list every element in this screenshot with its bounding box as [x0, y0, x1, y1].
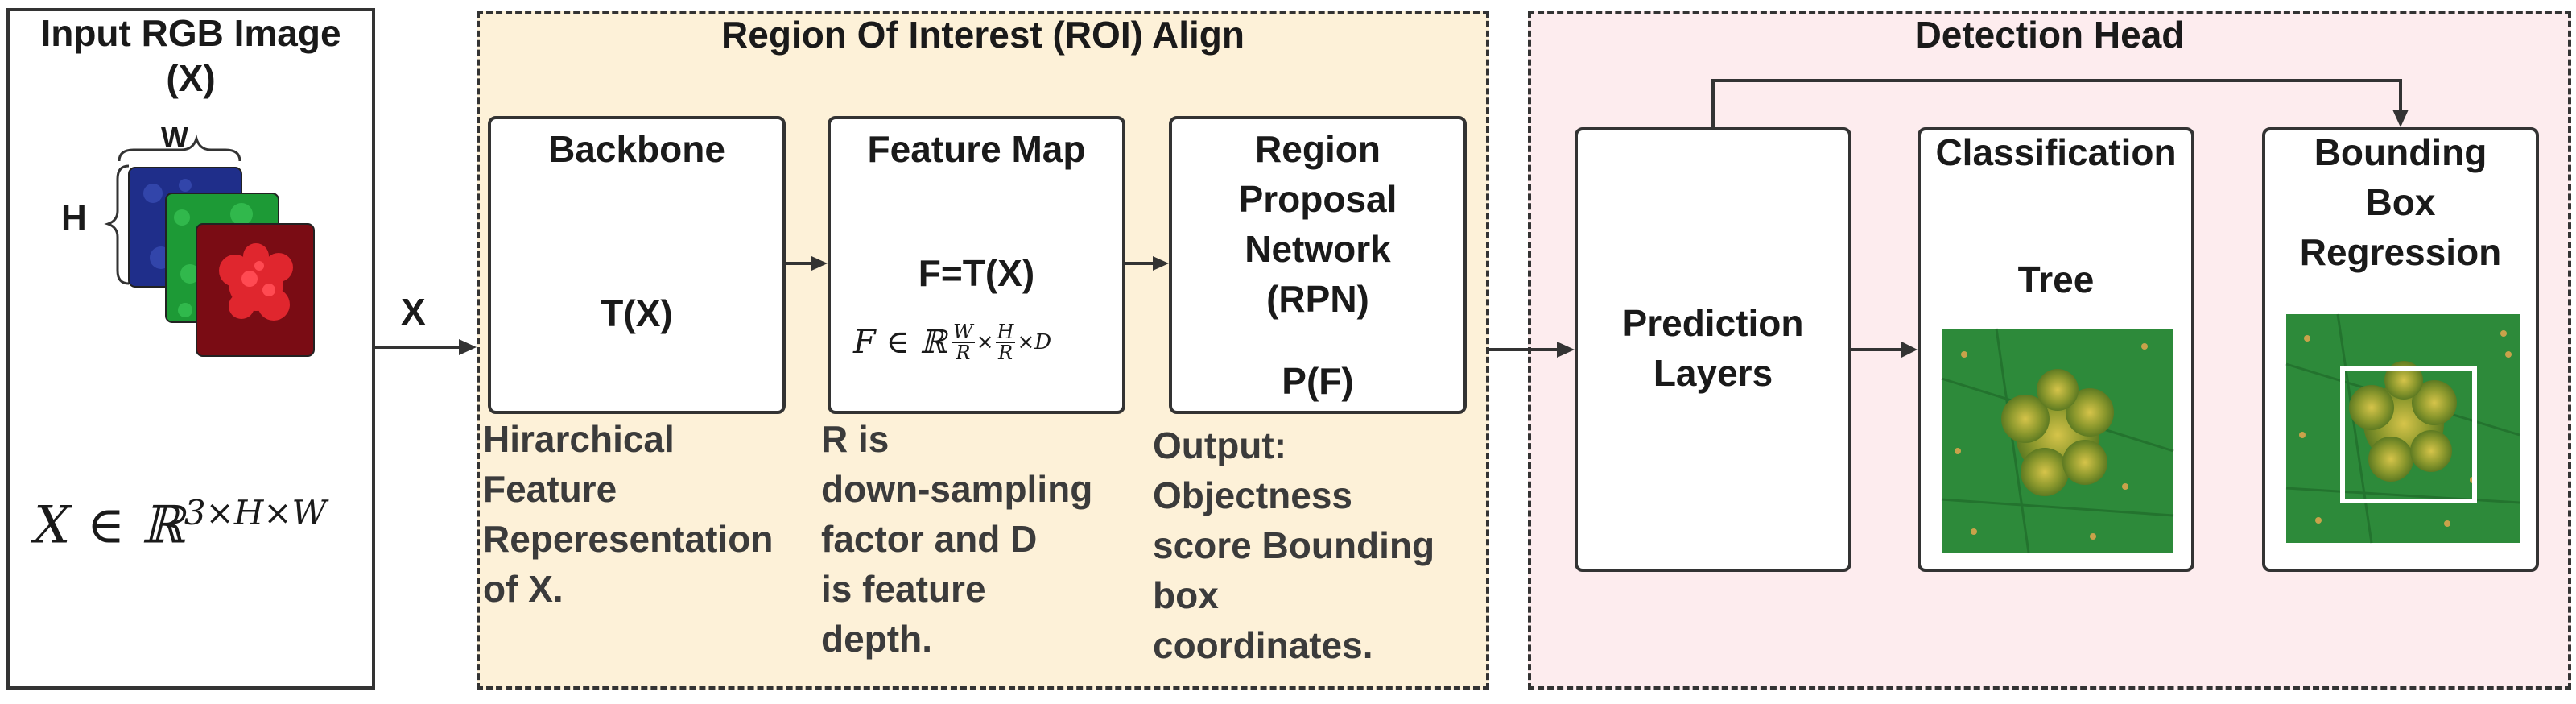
h-brace — [104, 164, 130, 285]
bounding-box-overlay — [2340, 366, 2477, 503]
x-arrow-label: X — [401, 291, 426, 333]
feature-desc-line: R is — [821, 418, 890, 460]
regression-title-line: Bounding — [2314, 131, 2487, 173]
feature-map-title: Feature Map — [867, 128, 1086, 170]
roi-title: Region Of Interest (ROI) Align — [721, 14, 1245, 56]
red-tree-blob — [219, 243, 293, 321]
fraction-w-r: W R — [952, 322, 975, 362]
classification-label: Tree — [2017, 259, 2095, 300]
backbone-box — [488, 116, 786, 414]
feature-desc-line: depth. — [821, 618, 932, 660]
depth-term: ×D — [1017, 330, 1052, 354]
rpn-title-line: Proposal — [1238, 178, 1397, 220]
regression-title-line: Box — [2365, 181, 2436, 223]
input-title-line1: Input RGB Image — [40, 12, 341, 54]
times-sign: × — [976, 330, 994, 354]
feature-map-box — [828, 116, 1125, 414]
regression-title: Bounding Box Regression — [2262, 127, 2539, 277]
frac1-num: W — [952, 321, 975, 343]
rpn-formula: P(F) — [1282, 360, 1354, 402]
detection-title: Detection Head — [1914, 14, 2185, 56]
backbone-title: Backbone — [548, 128, 725, 170]
feature-map-formula: F=T(X) — [918, 252, 1035, 294]
rpn-desc-line: coordinates. — [1153, 624, 1373, 666]
backbone-formula: T(X) — [601, 292, 673, 334]
feature-math-lhs: F ∈ ℝ — [853, 324, 947, 361]
input-formula-base: X ∈ ℝ — [34, 495, 184, 556]
classification-title: Classification — [1935, 131, 2177, 173]
rpn-title-line: (RPN) — [1266, 278, 1369, 320]
feature-desc-line: factor and D — [821, 518, 1038, 560]
feature-desc-line: is feature — [821, 568, 986, 610]
rpn-desc-line: Objectness — [1153, 474, 1352, 516]
backbone-desc-line: of X. — [483, 568, 564, 610]
rpn-description: Output: Objectness score Bounding box co… — [1153, 420, 1435, 670]
input-formula: X ∈ ℝ3×H×W — [34, 493, 327, 555]
h-label: H — [61, 198, 87, 238]
prediction-layers-label: Prediction Layers — [1575, 298, 1852, 398]
fraction-h-r: H R — [995, 321, 1016, 364]
prediction-line: Prediction — [1622, 302, 1804, 344]
backbone-desc-line: Hirarchical — [483, 418, 675, 460]
prediction-to-regression-arrow — [1711, 79, 2402, 127]
input-formula-sup: 3×H×W — [184, 493, 327, 532]
feature-map-dimension-formula: F ∈ ℝ W R × H R ×D — [853, 322, 1051, 362]
regression-title-line: Regression — [2299, 231, 2502, 273]
input-title-line2: (X) — [166, 57, 216, 99]
rpn-title-line: Network — [1245, 228, 1391, 270]
frac1-den: R — [956, 342, 971, 364]
rpn-title: Region Proposal Network (RPN) — [1169, 124, 1467, 324]
regression-tree-image — [2285, 313, 2520, 544]
backbone-desc-line: Reperesentation — [483, 518, 774, 560]
prediction-line: Layers — [1653, 352, 1773, 394]
classification-tree-image — [1941, 328, 2174, 553]
backbone-description: Hirarchical Feature Reperesentation of X… — [483, 414, 773, 614]
backbone-desc-line: Feature — [483, 468, 617, 510]
rpn-box — [1169, 116, 1467, 414]
frac2-num: H — [995, 321, 1016, 343]
w-label: W — [161, 121, 188, 154]
w-brace — [118, 134, 242, 162]
rpn-desc-line: Output: — [1153, 424, 1287, 466]
rpn-desc-line: score Bounding — [1153, 524, 1435, 566]
rpn-desc-line: box — [1153, 574, 1219, 616]
feature-map-description: R is down-sampling factor and D is featu… — [821, 414, 1092, 664]
rpn-title-line: Region — [1255, 128, 1381, 170]
feature-desc-line: down-sampling — [821, 468, 1093, 510]
prediction-layers-box — [1575, 127, 1852, 572]
frac2-den: R — [997, 342, 1013, 364]
